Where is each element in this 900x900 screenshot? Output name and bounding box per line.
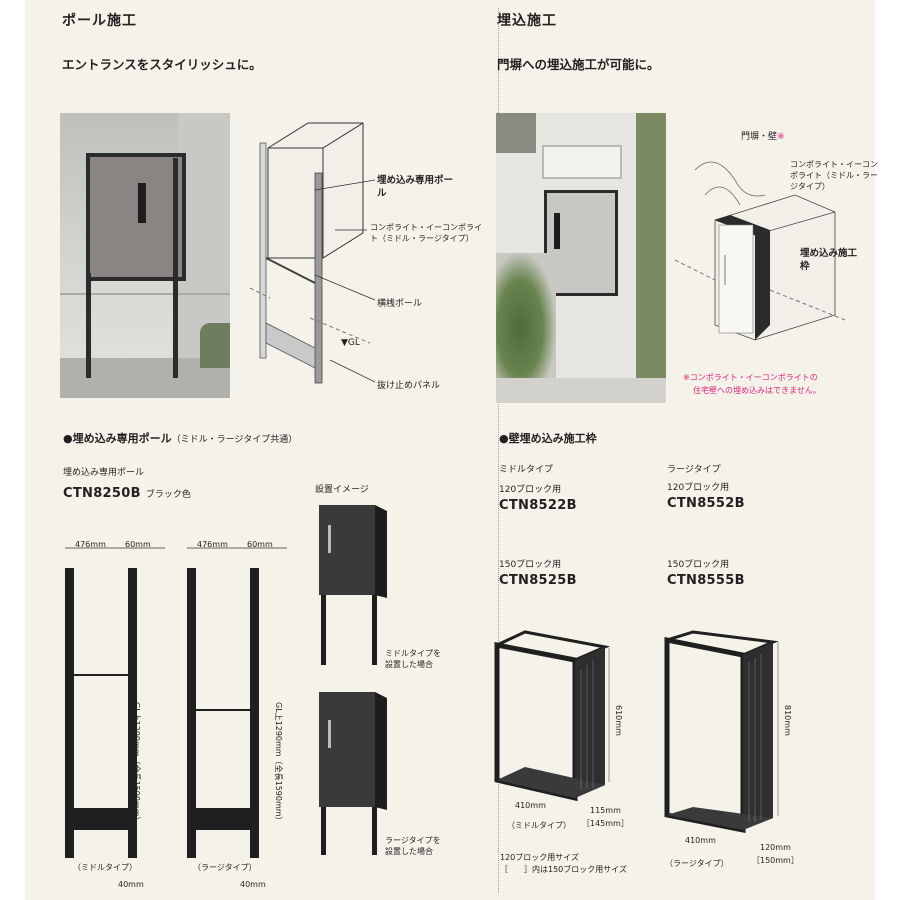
l-width-dim: 410mm: [685, 836, 716, 845]
frame-type-middle: （ミドルタイプ）: [507, 821, 571, 830]
large-bottom-dim: 40mm: [240, 880, 266, 889]
callout-lines: [314, 179, 376, 383]
pole-product-label: 埋め込み専用ポール: [63, 468, 145, 478]
large-width-dim: 476mm: [197, 540, 228, 549]
embed-install-title: 埋込施工: [497, 13, 557, 29]
install-large-caption: ラージタイプを設置した場合: [385, 836, 441, 856]
pole-install-subtitle: エントランスをスタイリッシュに。: [62, 57, 262, 72]
callout-embed-body: コンポライト・イーコンポライト（ミドル・ラージタイプ）: [790, 160, 878, 191]
code-l150: CTN8555B: [667, 573, 745, 588]
callout-frame: 埋め込み施工枠: [800, 248, 858, 272]
column-divider: [498, 8, 499, 893]
callout-pole: 埋め込み専用ポール: [377, 175, 454, 199]
pole-section-heading: ●埋め込み専用ポール（ミドル・ラージタイプ共通）: [63, 432, 298, 445]
pole-schematic: [249, 122, 371, 384]
size-note-2: ［ ］内は150ブロック用サイズ: [500, 865, 628, 874]
install-middle-caption: ミドルタイプを設置した場合: [385, 649, 441, 669]
callout-wall: 門塀・壁※: [741, 132, 785, 142]
m-height-dim: 610mm: [614, 705, 623, 736]
pole-drawing-middle: [65, 547, 165, 858]
frame-middle-type: ミドルタイプ: [499, 465, 554, 475]
embed-install-subtitle: 門塀への埋込施工が可能に。: [497, 57, 660, 72]
callout-gl: ▼GL: [341, 338, 360, 348]
frame-drawing-large: [664, 630, 779, 834]
callout-panel: 抜け止めパネル: [377, 381, 441, 391]
l-depth-dim: 120mm: [760, 843, 791, 852]
frame-section-heading: ●壁埋め込み施工枠: [499, 432, 597, 445]
wall-schematic: [674, 161, 846, 341]
l-height-dim: 810mm: [783, 705, 792, 736]
middle-width-dim: 476mm: [75, 540, 106, 549]
catalog-page: ポール施工 エントランスをスタイリッシュに。 埋め込み専用ポール コンポライト・…: [25, 0, 878, 900]
pole-product-code-row: CTN8250B ブラック色: [63, 482, 191, 501]
frame-large-150: 150ブロック用: [667, 560, 730, 570]
middle-height-dim: GL上1290mm（全長1590mm）: [132, 702, 141, 825]
install-image-large: [319, 692, 387, 855]
l-depth-alt-dim: ［150mm］: [752, 856, 799, 865]
frame-large-type: ラージタイプ: [667, 465, 721, 475]
frame-middle-120: 120ブロック用: [499, 485, 562, 495]
install-image-title: 設置イメージ: [315, 485, 369, 495]
pole-product-color: ブラック色: [145, 490, 191, 500]
middle-bottom-dim: 40mm: [118, 880, 144, 889]
embed-install-photo: [496, 113, 666, 403]
wall-note-line2: 住宅壁への埋め込みはできません。: [693, 386, 821, 395]
pole-type-large: （ラージタイプ）: [193, 863, 257, 872]
pole-product-code: CTN8250B: [63, 486, 141, 501]
frame-type-large: （ラージタイプ）: [665, 859, 729, 868]
middle-pole-dim: 60mm: [125, 540, 151, 549]
large-height-dim: GL上1290mm（全長1590mm）: [274, 702, 283, 825]
m-depth-dim: 115mm: [590, 806, 621, 815]
frame-middle-150: 150ブロック用: [499, 560, 562, 570]
pole-type-middle: （ミドルタイプ）: [73, 863, 137, 872]
pole-install-photo: [60, 113, 230, 398]
callout-body: コンポライト・イーコンポライト（ミドル・ラージタイプ）: [370, 223, 482, 243]
install-image-middle: [319, 505, 387, 665]
size-note-1: 120ブロック用サイズ: [500, 853, 580, 862]
code-m120: CTN8522B: [499, 498, 577, 513]
frame-large-120: 120ブロック用: [667, 483, 730, 493]
wall-note-line1: ※コンポライト・イーコンポライトの: [683, 373, 818, 382]
callout-crossbar: 横桟ポール: [377, 299, 423, 309]
code-m150: CTN8525B: [499, 573, 577, 588]
m-width-dim: 410mm: [515, 801, 546, 810]
pole-drawing-large: [187, 547, 287, 858]
m-depth-alt-dim: ［145mm］: [582, 819, 629, 828]
pole-install-title: ポール施工: [62, 13, 137, 29]
frame-drawing-middle: [494, 630, 611, 802]
code-l120: CTN8552B: [667, 496, 745, 511]
large-pole-dim: 60mm: [247, 540, 273, 549]
